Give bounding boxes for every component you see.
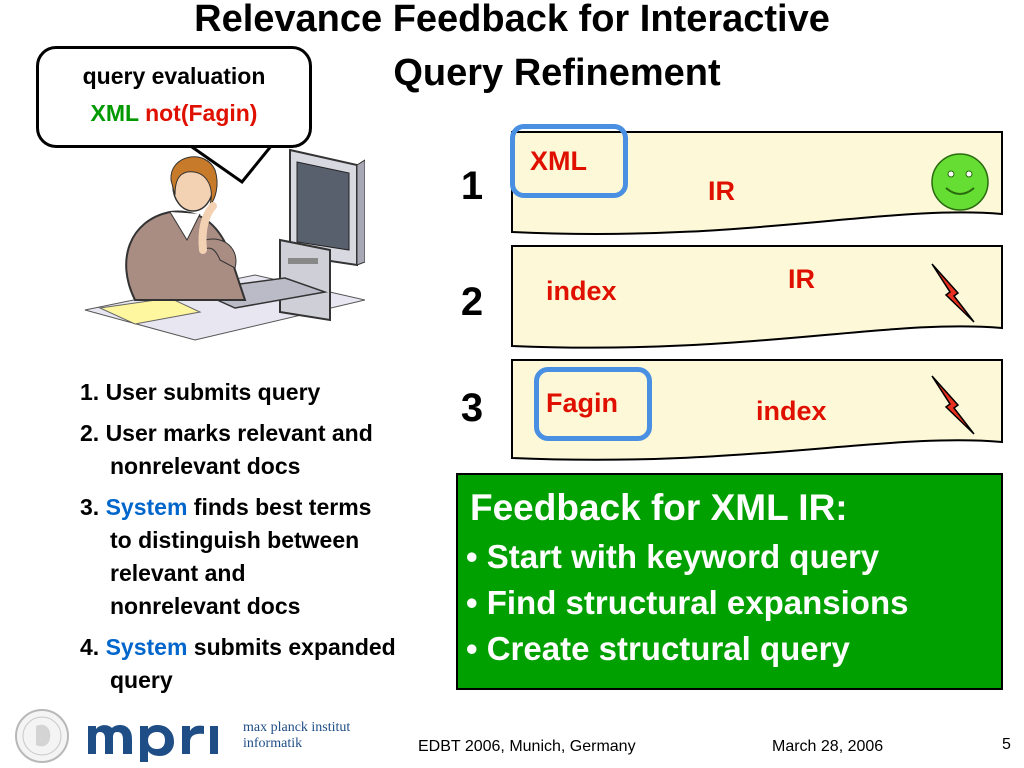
mpi-logo-text-line2: informatik	[243, 736, 303, 751]
page-number: 5	[1002, 736, 1011, 753]
result-number-3: 3	[460, 386, 484, 430]
slide-title-line2-text: Query Refinement	[393, 52, 721, 94]
bubble-line-query-evaluation: query evaluation	[82, 63, 266, 89]
max-planck-seal-icon	[15, 709, 69, 763]
slide-title-line2: Query Refinement	[0, 54, 1024, 92]
lightning-icon	[931, 263, 975, 323]
feedback-heading: Feedback for XML IR:	[470, 487, 848, 528]
feedback-box: Feedback for XML IR: • Start with keywor…	[456, 473, 1003, 690]
step-3-system: System	[105, 494, 188, 520]
footer-date: March 28, 2006	[772, 738, 884, 755]
step-2: 2. User marks relevant and nonrelevant d…	[80, 417, 480, 483]
step-4-line1: submits expanded	[187, 634, 396, 660]
step-3-line1: finds best terms	[187, 494, 372, 520]
mpi-logo-icon	[88, 724, 218, 762]
step-2-line2: nonrelevant docs	[110, 453, 301, 479]
result-doc-1	[511, 131, 1003, 235]
speech-bubble: query evaluation XML not(Fagin)	[36, 46, 312, 148]
row2-word-ir: IR	[788, 264, 815, 294]
lightning-icon	[931, 375, 975, 435]
footer-conference: EDBT 2006, Munich, Germany	[418, 738, 636, 755]
smiley-icon	[931, 153, 989, 211]
result-doc-3	[511, 359, 1003, 461]
feedback-bullet-3: • Create structural query	[466, 630, 850, 667]
step-4-number: 4.	[80, 634, 106, 660]
bubble-line-query: XML not(Fagin)	[39, 100, 309, 127]
step-1: 1. User submits query	[80, 379, 321, 405]
woman-at-computer-illustration	[84, 148, 365, 341]
row3-word-index: index	[756, 396, 827, 426]
bubble-xml: XML	[90, 100, 139, 126]
slide-title-line1: Relevance Feedback for Interactive	[194, 0, 830, 40]
row2-word-index: index	[546, 276, 617, 306]
feedback-bullet-1: • Start with keyword query	[466, 538, 880, 575]
bubble-not-fagin: not(Fagin)	[145, 100, 258, 126]
row1-word-ir: IR	[708, 176, 735, 206]
steps-list: 1. User submits query 2. User marks rele…	[80, 376, 480, 705]
step-4-line2: query	[110, 667, 173, 693]
mpi-logo-text-line1: max planck institut	[243, 720, 351, 735]
highlight-fagin	[534, 367, 652, 441]
step-4: 4. System submits expanded query	[80, 631, 480, 697]
highlight-xml	[510, 124, 628, 198]
step-3-line3: relevant and	[110, 560, 246, 586]
step-3: 3. System finds best terms to distinguis…	[80, 491, 480, 623]
step-3-number: 3.	[80, 494, 106, 520]
step-3-line2: to distinguish between	[110, 527, 360, 553]
result-number-2: 2	[460, 280, 484, 324]
step-3-line4: nonrelevant docs	[110, 593, 301, 619]
row1-word-xml: XML	[530, 146, 587, 176]
row3-word-fagin: Fagin	[546, 388, 618, 418]
result-number-1: 1	[460, 164, 484, 208]
step-4-system: System	[105, 634, 188, 660]
feedback-bullet-2: • Find structural expansions	[466, 584, 909, 621]
mpi-logo-text: max planck institut informatik	[243, 720, 350, 752]
result-doc-2	[511, 245, 1003, 349]
step-2-line1: 2. User marks relevant and	[80, 420, 373, 446]
